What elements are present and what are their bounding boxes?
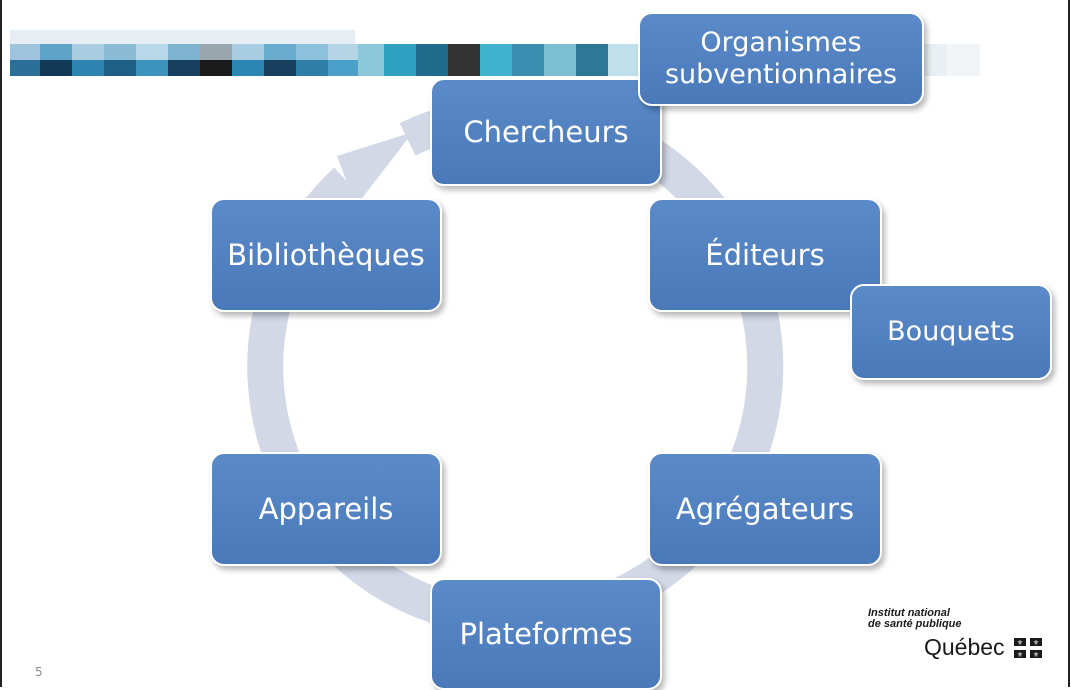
band-top-row	[10, 44, 358, 60]
node-agregateurs: Agrégateurs	[648, 452, 882, 566]
node-organismes-subventionnaires: Organismes subventionnaires	[638, 12, 924, 106]
logo-line-2: de santé publique	[868, 618, 962, 630]
cycle-arrowhead	[337, 132, 413, 206]
logo-wordmark: Québec	[924, 634, 1005, 660]
decorative-color-band	[10, 30, 980, 76]
svg-text:⚜: ⚜	[1033, 639, 1039, 647]
band-bottom-row	[10, 60, 358, 76]
svg-text:⚜: ⚜	[1017, 651, 1023, 658]
node-chercheurs: Chercheurs	[430, 78, 662, 186]
node-bouquets: Bouquets	[850, 284, 1052, 380]
svg-text:⚜: ⚜	[1033, 651, 1039, 658]
node-bibliotheques: Bibliothèques	[210, 198, 442, 312]
band-tall-squares	[358, 44, 980, 76]
logo-line-1: Institut national	[868, 607, 950, 619]
svg-text:⚜: ⚜	[1017, 639, 1023, 647]
slide-border-right	[1068, 0, 1070, 687]
node-plateformes: Plateformes	[430, 578, 662, 690]
page-number: 5	[35, 665, 43, 679]
inspq-logo: Institut national de santé publique Québ…	[868, 608, 1048, 668]
quebec-flag-icon: ⚜ ⚜ ⚜ ⚜	[1014, 638, 1042, 658]
slide-border-left	[0, 0, 2, 687]
node-appareils: Appareils	[210, 452, 442, 566]
node-editeurs: Éditeurs	[648, 198, 882, 312]
